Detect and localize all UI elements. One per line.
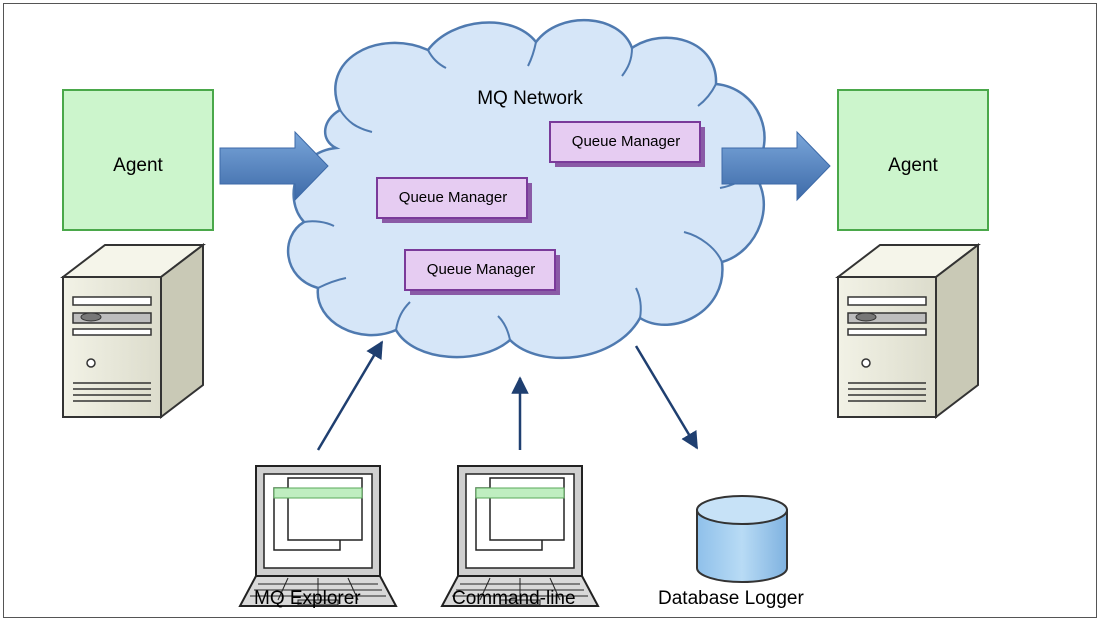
transfer-arrow-in bbox=[219, 130, 329, 202]
mq-network-label: MQ Network bbox=[477, 88, 583, 109]
agent-label-right: Agent bbox=[888, 155, 938, 176]
mq-explorer-label: MQ Explorer bbox=[254, 588, 361, 609]
queue-manager-label-2: Queue Manager bbox=[398, 189, 508, 206]
server-icon-right bbox=[837, 244, 979, 418]
queue-manager-label-1: Queue Manager bbox=[571, 133, 681, 150]
agent-label-left: Agent bbox=[113, 155, 163, 176]
agent-box-left bbox=[62, 89, 214, 231]
transfer-arrow-out bbox=[721, 130, 831, 202]
laptop-icon-explorer bbox=[239, 465, 397, 607]
server-icon-left bbox=[62, 244, 204, 418]
connector-database bbox=[634, 345, 699, 450]
connector-explorer bbox=[316, 340, 384, 451]
database-icon bbox=[696, 495, 788, 583]
queue-manager-label-3: Queue Manager bbox=[426, 261, 536, 278]
diagram-frame bbox=[3, 3, 1097, 618]
agent-box-right bbox=[837, 89, 989, 231]
database-logger-label: Database Logger bbox=[658, 588, 804, 609]
laptop-icon-command-line bbox=[441, 465, 599, 607]
command-line-label: Command-line bbox=[452, 588, 576, 609]
